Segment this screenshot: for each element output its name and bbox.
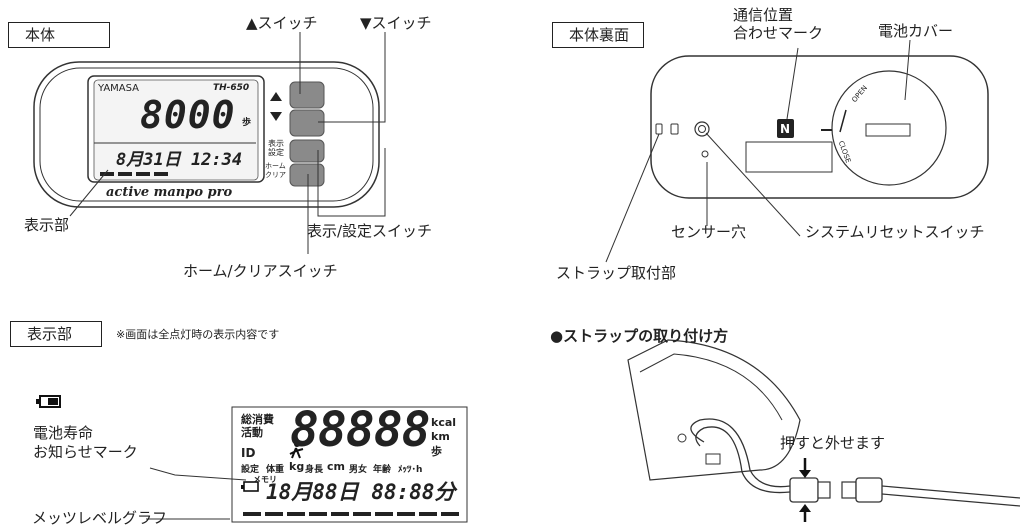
model-label: TH-650: [213, 83, 250, 93]
label-mets-graph: メッツレベルグラフ: [32, 509, 168, 527]
label-comm-mark: 通信位置 合わせマーク: [733, 6, 824, 42]
display-section-title: 表示部: [10, 321, 102, 347]
side-label-display-set: 表示 設定: [268, 139, 284, 157]
lcd-label-memory: メモリ: [253, 475, 277, 484]
lcd-label-total: 総消費: [241, 413, 274, 426]
lcd-label-setting: 設定: [241, 465, 260, 475]
lcd-unit-kcal: kcal: [431, 416, 457, 429]
display-lcd-frame: [231, 406, 468, 523]
brand-label: YAMASA: [98, 83, 140, 94]
product-name: active manpo pro: [106, 185, 233, 200]
back-title: 本体裏面: [552, 22, 644, 48]
lcd-steps-value: 8000: [140, 93, 236, 137]
lcd-label-mets-h: ﾒｯﾂ･h: [398, 465, 423, 475]
lcd-label-kg: kg: [289, 460, 305, 473]
strap-device-corner: [627, 339, 801, 481]
label-display-part: 表示部: [24, 216, 70, 234]
lcd-label-weight: 体重: [266, 465, 285, 475]
push-down-arrow-icon: [799, 470, 811, 478]
lcd-unit-steps: 歩: [431, 445, 442, 458]
push-up-arrow-icon: [799, 504, 811, 512]
lcd-steps-unit: 歩: [242, 118, 252, 128]
lcd-label-gender: 男女: [349, 465, 368, 475]
side-label-home-clear: ホーム クリア: [265, 162, 286, 179]
label-reset-switch: システムリセットスイッチ: [805, 223, 985, 241]
strap-section-title: ●ストラップの取り付け方: [550, 327, 729, 345]
up-arrow-icon: [270, 92, 282, 101]
lcd-label-age: 年齢: [373, 465, 392, 475]
label-battery-mark: 電池寿命 お知らせマーク: [33, 424, 138, 461]
display-section-note: ※画面は全点灯時の表示内容です: [116, 328, 280, 341]
lcd-label-height: 身長: [305, 465, 324, 475]
label-battery-cover: 電池カバー: [878, 22, 954, 40]
lcd-main-digits: 88888: [290, 402, 430, 458]
lcd-label-cm: cm: [327, 460, 345, 473]
label-home-clear-switch: ホーム/クリアスイッチ: [183, 262, 338, 280]
label-sensor-hole: センサー穴: [671, 223, 747, 241]
label-push-release: 押すと外せます: [780, 434, 886, 452]
strap-buckle: [789, 477, 819, 503]
svg-text:N: N: [780, 122, 790, 136]
lcd-label-activity: 活動: [241, 426, 263, 439]
front-title: 本体: [8, 22, 110, 48]
label-strap-part: ストラップ取付部: [556, 264, 677, 282]
lcd-date-time: 8月31日 12:34: [116, 150, 243, 170]
label-down-switch: ▼スイッチ: [360, 14, 432, 32]
lcd-bottom-row: 18月88日 88:88分: [266, 480, 456, 504]
lcd-label-id: ID: [241, 446, 256, 460]
front-device-inner: [39, 67, 374, 202]
lcd-unit-km: km: [431, 430, 450, 443]
down-arrow-icon: [270, 112, 282, 121]
nfc-mark-icon: [777, 119, 794, 138]
label-display-set-switch: 表示/設定スイッチ: [307, 222, 433, 240]
label-up-switch: ▲スイッチ: [246, 14, 318, 32]
